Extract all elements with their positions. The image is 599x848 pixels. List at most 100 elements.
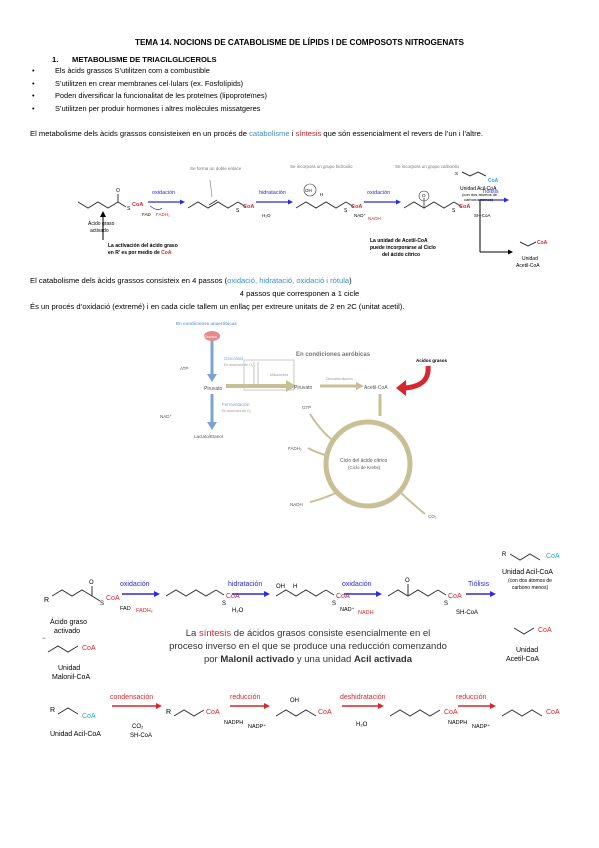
glucose-node: Glucosa — [204, 335, 217, 339]
oxidation-line: És un procés d’oxidació (extremé) i en c… — [30, 302, 405, 311]
sulfur-atom: S — [222, 601, 226, 607]
note-hidroxilo: Se incorpora un grupo hidroxilo — [290, 164, 353, 169]
acetyl-coa-node: Acetil-CoA — [364, 385, 388, 391]
acil-coa-sub: carbono menos) — [464, 197, 494, 202]
charge-label: − — [42, 636, 46, 642]
sulfur-atom: S — [332, 601, 336, 607]
cofactor-nadph-2: NADPH — [448, 720, 467, 726]
coa-label: CoA — [106, 595, 120, 602]
coa-label: CoA — [243, 204, 254, 210]
activation-note: en R' es por medio de CoA — [108, 250, 172, 256]
r-group: R — [166, 709, 171, 716]
sulfur-atom: S — [452, 208, 456, 214]
step-hidratacion: hidratación — [259, 190, 286, 196]
cofactor-nadp: NADP⁺ — [248, 723, 266, 730]
coa-label: CoA — [488, 178, 499, 184]
atp-label: ATP — [180, 366, 188, 371]
beta-oxidation-figure: O S CoA Ácido graso activado La activaci… — [77, 164, 548, 269]
coa-label: CoA — [351, 204, 362, 210]
coa-label: CoA — [546, 709, 560, 716]
acetil-coa-label: Acetil-CoA — [506, 656, 539, 663]
intro-text: El metabolisme dels àcids grassos consis… — [30, 129, 250, 138]
krebs-sub: (Ciclo de Krebs) — [348, 465, 381, 470]
co2-label: CO₂ — [428, 514, 437, 519]
sulfur-atom: S — [236, 208, 240, 214]
cofactor-h2o: H₂O — [262, 213, 271, 218]
sulfur-atom: S — [100, 601, 104, 607]
coa-label: CoA — [226, 593, 240, 600]
activation-note: La activación del ácido graso — [108, 243, 178, 249]
bullet-item: S’utilitzen per produir hormones i altre… — [30, 103, 267, 116]
step-hidratacion: hidratación — [228, 581, 262, 588]
cofactor-h2o-bottom: H₂O — [356, 722, 368, 728]
cofactor-nadh: NADH — [368, 216, 381, 221]
cofactor-shcoa: SH-CoA — [474, 213, 491, 218]
section-label: METABOLISME DE TRIACILGLICEROLS — [72, 55, 217, 64]
cofactor-fad: FAD — [120, 606, 131, 612]
r-group: R — [44, 597, 49, 604]
coa-label: CoA — [538, 627, 552, 634]
sintesis-term: síntesis — [295, 129, 322, 138]
r-group: S — [455, 171, 458, 176]
step-oxidacion-2: oxidación — [367, 190, 390, 196]
step-deshidratacion: deshidratación — [340, 694, 386, 701]
coa-label: CoA — [537, 240, 548, 246]
acetyl-note: puede incorporarse al Ciclo — [370, 245, 436, 251]
acid-label: activado — [54, 628, 80, 635]
note-carbonilo: Se incorpora un grupo carbonilo — [395, 164, 460, 169]
glycolysis-sub: En ausencia de O₂ — [224, 363, 254, 367]
acetyl-note: del ácido cítrico — [382, 252, 420, 258]
intro-paragraph: El metabolisme dels àcids grassos consis… — [30, 127, 570, 140]
cycle-line: 4 passos que corresponen a 1 cicle — [239, 289, 360, 298]
anaerobic-title: En condiciones anaeróbicas — [176, 321, 237, 326]
sulfur-atom: S — [344, 208, 348, 214]
hydroxyl-group: OH — [305, 188, 312, 193]
piruvato-node-2: Piruvato — [294, 385, 313, 391]
catabolism-line: El catabolisme dels àcids grassos consis… — [30, 274, 590, 287]
acil-coa-label-2: Unidad Acil-CoA — [50, 731, 101, 738]
step-tiolisis: Tiólisis — [482, 189, 499, 195]
acetil-coa-label: Acetil-CoA — [516, 263, 540, 269]
cofactor-nadh: NADH — [358, 610, 374, 616]
fermentation-label: Fermentación — [222, 402, 250, 407]
coa-label: CoA — [82, 713, 96, 720]
oxygen-atom: O — [116, 188, 120, 194]
malonil-label: Malonil-CoA — [52, 674, 90, 681]
cofactor-shcoa: SH-CoA — [456, 610, 478, 616]
cofactor-h2o: H₂O — [232, 608, 244, 614]
step-reduccion: reducción — [230, 694, 260, 701]
coa-label: CoA — [336, 593, 350, 600]
piruvato-node: Piruvato — [204, 386, 223, 392]
cofactor-shcoa-bottom: SH-CoA — [130, 733, 152, 739]
section-heading: 1.METABOLISME DE TRIACILGLICEROLS — [52, 55, 217, 64]
sulfur-atom: S — [444, 601, 448, 607]
carbonyl-oxygen: O — [405, 578, 410, 584]
acid-label: activado — [90, 228, 109, 234]
acetil-coa-label: Unidad — [522, 256, 538, 262]
bullet-list: Els àcids grassos S’utilitzen com a comb… — [30, 65, 267, 116]
coa-label: CoA — [132, 202, 143, 208]
intro-text: i — [289, 129, 296, 138]
cofactor-co2: CO₂ — [132, 724, 144, 730]
catabolism-text: ) — [349, 276, 352, 285]
carbonyl-oxygen: O — [422, 193, 426, 198]
bullet-item: Els àcids grassos S’utilitzen com a comb… — [30, 65, 267, 78]
coa-label: CoA — [82, 645, 96, 652]
coa-label: CoA — [459, 204, 470, 210]
krebs-figure: En condiciones anaeróbicas Glucosa Glucó… — [160, 316, 450, 526]
fadh2-label: FADH₂ — [288, 446, 302, 451]
bullet-item: S’utilitzen en crear membranes cel·lular… — [30, 78, 267, 91]
acid-label: Ácido graso — [50, 617, 87, 626]
page-title: TEMA 14. NOCIONS DE CATABOLISME DE LÍPID… — [134, 38, 465, 47]
glycolysis-label: Glucólisis — [224, 356, 244, 361]
coa-label: CoA — [448, 593, 462, 600]
acil-coa-label: Unidad Acil-CoA — [502, 569, 553, 576]
hydrogen-atom: H — [320, 192, 323, 197]
acid-label: Ácido graso — [88, 220, 115, 227]
synthesis-statement: por Malonil activado y una unidad Acil a… — [204, 654, 413, 665]
acil-coa-sub: (con dos átomos de — [508, 578, 552, 584]
coa-label: CoA — [546, 553, 560, 560]
catabolism-text: El catabolisme dels àcids grassos consis… — [30, 276, 228, 285]
acetil-coa-label: Unidad — [516, 647, 538, 654]
fatty-acids-label: Ácidos grasos — [416, 357, 448, 363]
